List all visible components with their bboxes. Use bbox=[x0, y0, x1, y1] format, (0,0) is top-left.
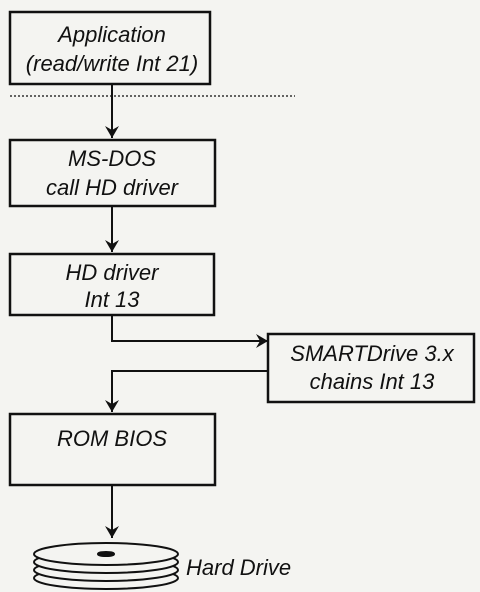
rom-bios-box: ROM BIOS bbox=[8, 412, 217, 487]
hd-driver-box: HD driver Int 13 bbox=[8, 252, 216, 317]
msdos-sublabel: call HD driver bbox=[46, 175, 180, 200]
smartdrive-box: SMARTDrive 3.x chains Int 13 bbox=[266, 332, 476, 404]
hard-drive-icon bbox=[33, 542, 179, 590]
smartdrive-label: SMARTDrive 3.x bbox=[290, 341, 454, 366]
application-label: Application bbox=[56, 22, 166, 47]
msdos-label: MS-DOS bbox=[68, 146, 156, 171]
application-box: Application (read/write Int 21) bbox=[8, 10, 212, 86]
hard-drive-label: Hard Drive bbox=[186, 555, 291, 580]
hd-driver-label: HD driver bbox=[66, 260, 161, 285]
hd-driver-sublabel: Int 13 bbox=[84, 287, 140, 312]
rom-bios-label: ROM BIOS bbox=[57, 426, 167, 451]
arrow-smartdrive-to-rombios bbox=[105, 370, 268, 412]
arrow-hddriver-to-smartdrive bbox=[111, 315, 268, 348]
application-sublabel: (read/write Int 21) bbox=[26, 51, 198, 76]
smartdrive-sublabel: chains Int 13 bbox=[310, 369, 436, 394]
msdos-box: MS-DOS call HD driver bbox=[8, 138, 217, 208]
